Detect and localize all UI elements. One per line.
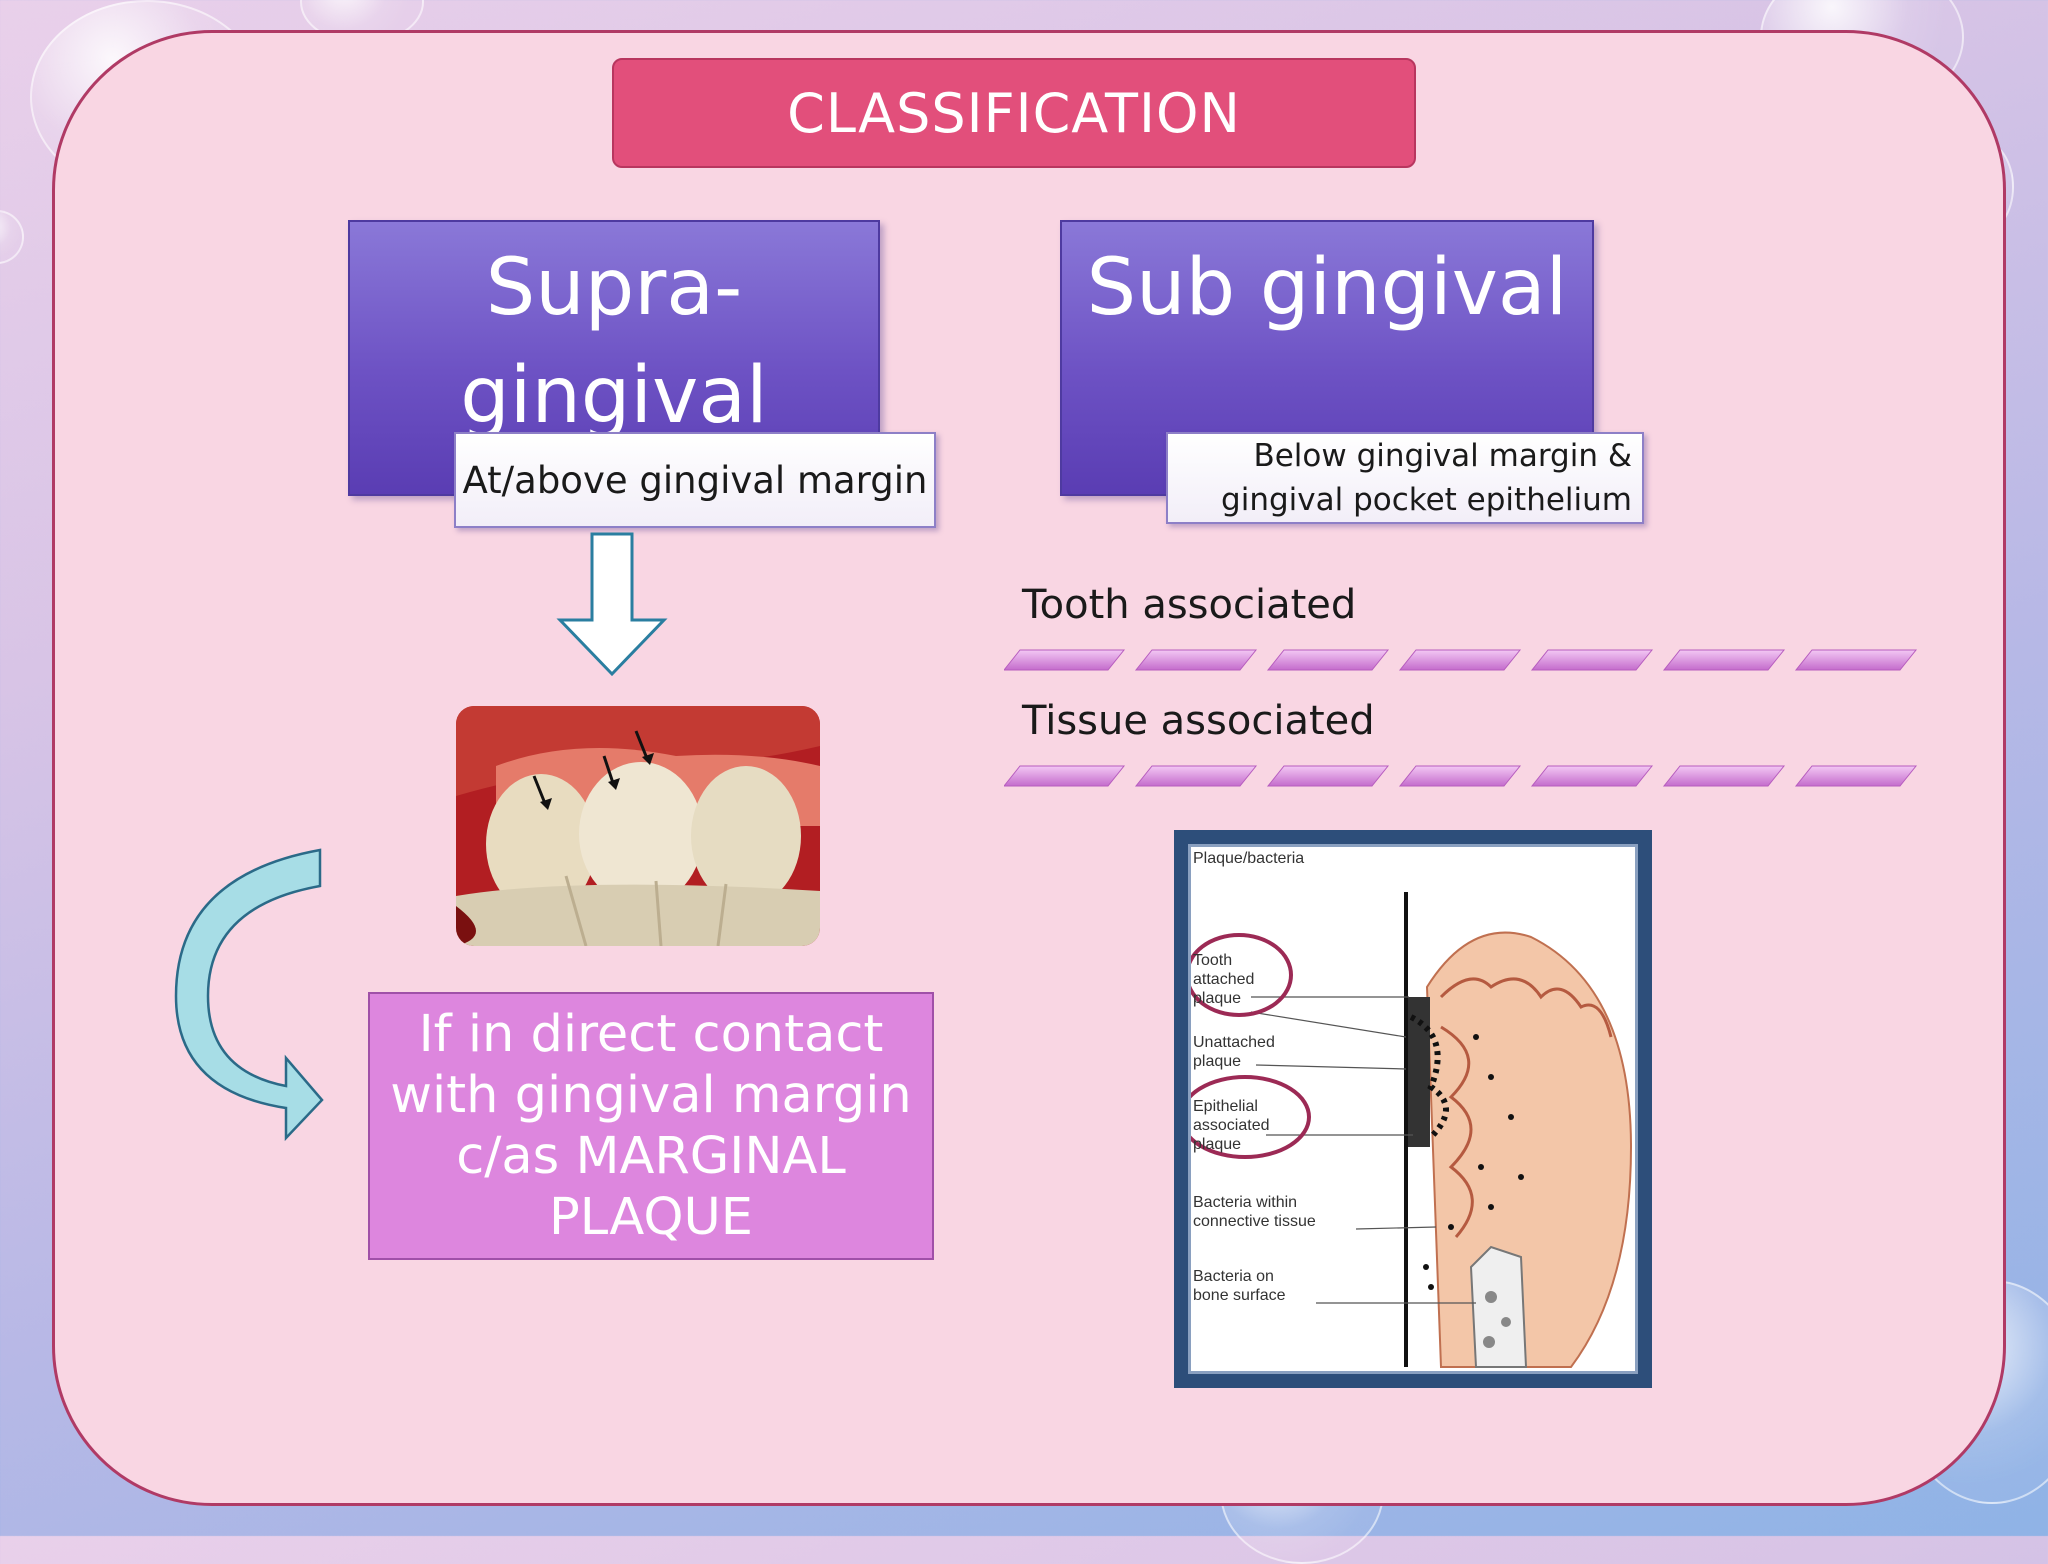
diagram-label-line: Unattached <box>1193 1034 1275 1051</box>
marginal-plaque-line1: If in direct contact <box>418 1005 884 1064</box>
diagram-label-line: plaque <box>1193 1136 1242 1153</box>
plaque-diagram-illustration <box>1191 892 1633 1368</box>
diagram-label-line: attached <box>1193 971 1255 988</box>
diagram-label-line: bone surface <box>1193 1287 1286 1304</box>
subgingival-heading: Sub gingival <box>1086 243 1568 333</box>
subgingival-box: Sub gingival <box>1060 220 1594 496</box>
teeth-photo <box>456 706 820 946</box>
supragingival-heading-line1: Supra- <box>485 243 743 333</box>
tissue-associated-divider <box>1004 765 1918 787</box>
curved-arrow-icon <box>174 848 324 1142</box>
supragingival-label: At/above gingival margin <box>454 432 936 528</box>
supragingival-heading: Supra- gingival <box>350 234 878 450</box>
supragingival-heading-line2: gingival <box>460 351 768 441</box>
diagram-label-line: Bacteria within <box>1193 1194 1298 1211</box>
bg-bubble <box>0 210 24 264</box>
subgingival-label: Below gingival margin & gingival pocket … <box>1166 432 1644 524</box>
title-text: CLASSIFICATION <box>787 81 1241 145</box>
subgingival-label-line1: Below gingival margin & <box>1253 438 1632 474</box>
diagram-label-line: plaque <box>1193 1053 1242 1070</box>
tooth-associated-divider <box>1004 649 1918 671</box>
diagram-label-line: Epithelial <box>1193 1098 1258 1115</box>
diagram-label-line: connective tissue <box>1193 1213 1316 1230</box>
diagram-label-line: associated <box>1193 1117 1270 1134</box>
plaque-diagram-frame: Plaque/bacteria Tooth attached plaque Un… <box>1174 830 1652 1388</box>
subgingival-label-line2: gingival pocket epithelium <box>1221 482 1632 518</box>
marginal-plaque-line4: PLAQUE <box>548 1188 754 1247</box>
tissue-associated-label: Tissue associated <box>1022 698 1375 744</box>
diagram-label-tooth-attached: Tooth attached plaque <box>1193 951 1254 1008</box>
diagram-label-epithelial: Epithelial associated plaque <box>1193 1097 1270 1154</box>
tooth-associated-label: Tooth associated <box>1022 582 1357 628</box>
down-arrow-icon <box>556 532 668 677</box>
diagram-label-line: Tooth <box>1193 952 1233 969</box>
marginal-plaque-line3: c/as MARGINAL <box>456 1127 846 1186</box>
diagram-label-bacteria-ct: Bacteria within connective tissue <box>1193 1193 1316 1231</box>
diagram-label-plaque-bacteria: Plaque/bacteria <box>1193 850 1305 867</box>
diagram-label-unattached: Unattached plaque <box>1193 1033 1275 1071</box>
marginal-plaque-line2: with gingival margin <box>390 1066 912 1125</box>
diagram-label-line: plaque <box>1193 990 1242 1007</box>
marginal-plaque-box: If in direct contact with gingival margi… <box>368 992 934 1260</box>
plaque-diagram: Plaque/bacteria Tooth attached plaque Un… <box>1188 844 1638 1374</box>
diagram-label-line: Bacteria on <box>1193 1268 1274 1285</box>
diagram-label-bacteria-bone: Bacteria on bone surface <box>1193 1267 1286 1305</box>
title-banner: CLASSIFICATION <box>612 58 1416 168</box>
teeth-photo-image <box>456 706 820 946</box>
supragingival-label-text: At/above gingival margin <box>462 458 928 502</box>
